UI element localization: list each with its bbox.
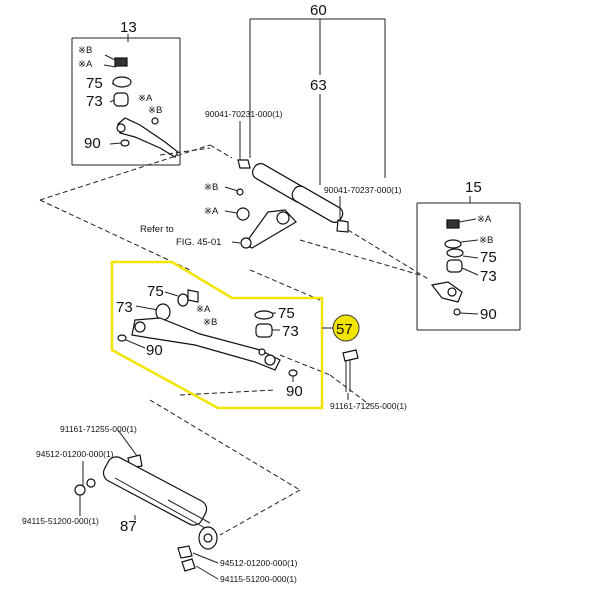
left-detail-box — [71, 37, 181, 166]
hl-tag-a: ※A — [196, 304, 211, 315]
callout-13: 13 — [120, 19, 137, 36]
right-tag-a: ※A — [477, 214, 492, 225]
left-label-75: 75 — [86, 75, 103, 92]
callout-60-bracket — [249, 18, 386, 178]
pn-90041-70231: 90041-70231-000(1) — [205, 109, 283, 119]
callout-15: 15 — [465, 179, 482, 196]
left-tag-a: ※A — [78, 59, 93, 70]
callout-57-badge — [322, 314, 360, 342]
right-tie-rod-end — [430, 218, 479, 316]
right-tag-b: ※B — [479, 235, 493, 246]
left-tie-rod-end — [103, 54, 179, 158]
right-label-90: 90 — [480, 306, 497, 323]
fig-ref-text: FIG. 45-01 — [176, 237, 221, 248]
hl-label-90b: 90 — [286, 383, 303, 400]
hl-label-75a: 75 — [147, 283, 164, 300]
center-tag-a: ※A — [204, 206, 219, 217]
hl-tag-b: ※B — [203, 317, 217, 328]
callout-57: 57 — [336, 321, 353, 338]
bolt — [342, 349, 359, 392]
pn-91161-bolt: 91161-71255-000(1) — [330, 401, 407, 411]
pn-94115-b: 94115-51200-000(1) — [220, 574, 297, 584]
refer-to-text: Refer to — [140, 224, 174, 235]
hl-label-73b: 73 — [282, 323, 299, 340]
center-linkage — [236, 159, 349, 249]
pn-91161-a: 91161-71255-000(1) — [60, 424, 137, 434]
dashed-guides — [39, 144, 431, 536]
hl-label-90a: 90 — [146, 342, 163, 359]
highlight-outline-57 — [110, 260, 324, 410]
pn-90041-70237: 90041-70237-000(1) — [324, 185, 402, 195]
highlight-tie-rod — [117, 289, 298, 382]
pn-94115-a: 94115-51200-000(1) — [22, 516, 99, 526]
right-label-73: 73 — [480, 268, 497, 285]
right-detail-box — [416, 202, 521, 331]
left-tag-a2: ※A — [138, 93, 153, 104]
pn-94512-b: 94512-01200-000(1) — [220, 558, 298, 568]
left-tag-b: ※B — [78, 45, 92, 56]
hl-label-73a: 73 — [116, 299, 133, 316]
center-tag-b: ※B — [204, 182, 218, 193]
pn-94512-a: 94512-01200-000(1) — [36, 449, 114, 459]
callout-63: 63 — [310, 77, 327, 94]
left-tag-b2: ※B — [148, 105, 162, 116]
hl-label-75b: 75 — [278, 305, 295, 322]
right-label-75: 75 — [480, 249, 497, 266]
left-label-90: 90 — [84, 135, 101, 152]
left-label-73: 73 — [86, 93, 103, 110]
callout-87: 87 — [120, 518, 137, 535]
shock-absorber — [74, 429, 218, 572]
callout-60: 60 — [310, 2, 327, 19]
